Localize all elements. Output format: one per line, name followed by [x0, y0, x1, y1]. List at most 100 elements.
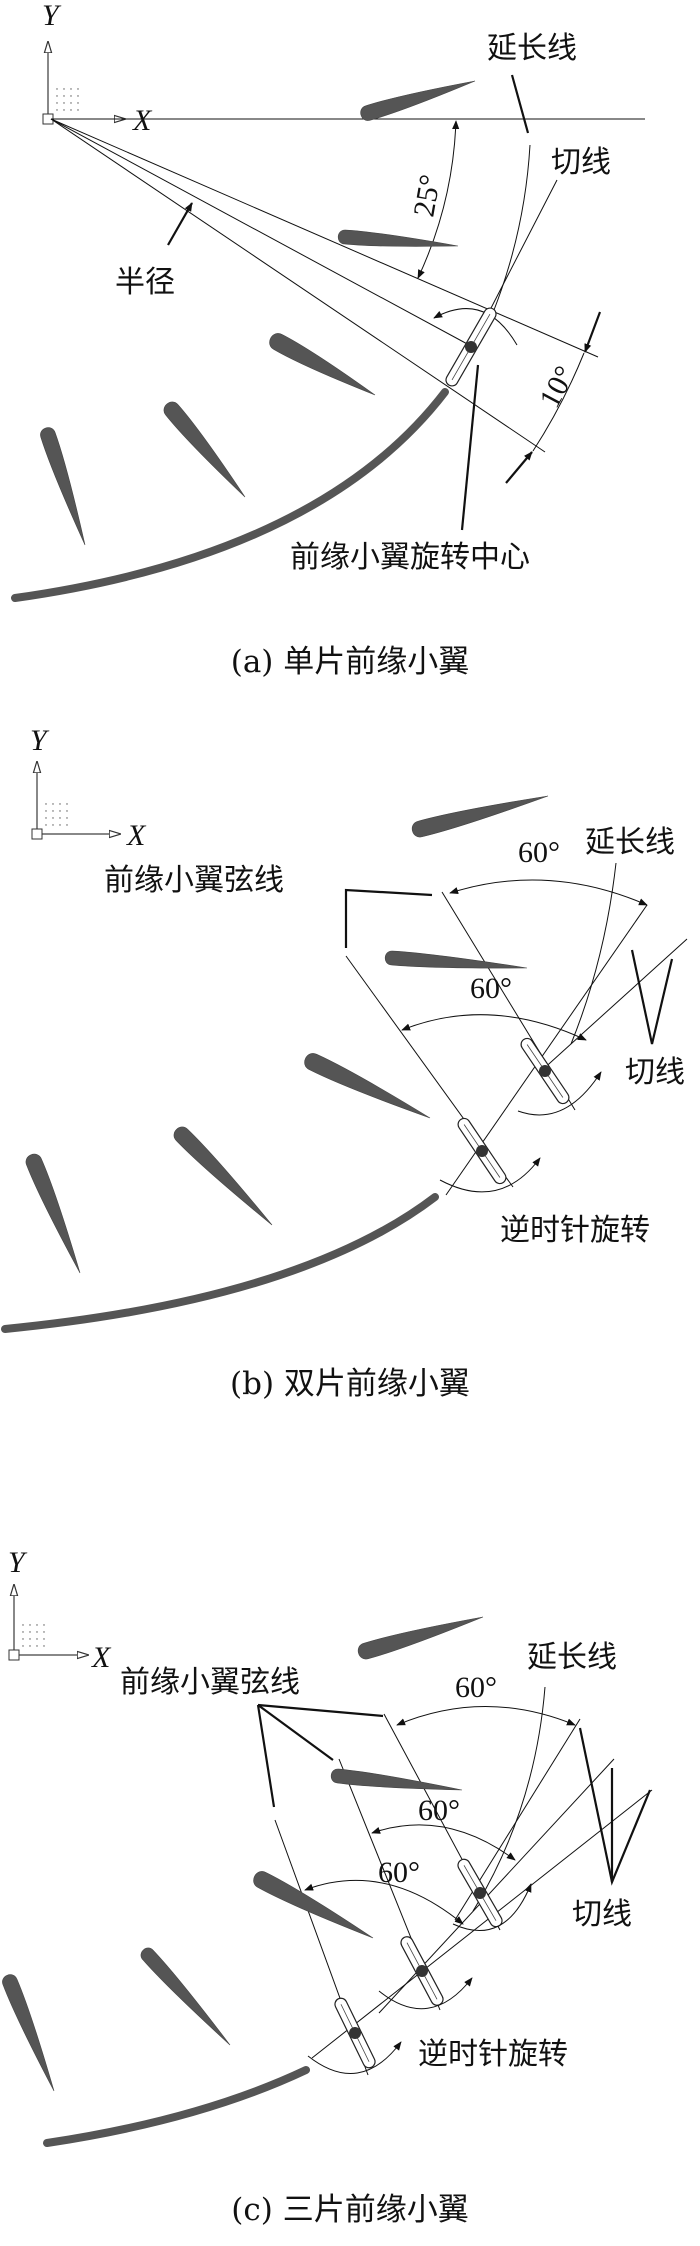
- blades: [2, 1616, 484, 2092]
- x-axis-label: X: [126, 819, 147, 852]
- blade: [163, 401, 246, 498]
- chord-line-label: 前缘小翼弦线: [104, 863, 284, 898]
- blade: [253, 1871, 374, 1939]
- grid-dot: [70, 95, 72, 97]
- grid-dots: [45, 803, 68, 826]
- angle-10-label: 10°: [533, 361, 582, 414]
- grid-dot: [36, 1624, 38, 1626]
- grid-dot: [29, 1645, 31, 1647]
- grid-dot: [52, 810, 54, 812]
- grid-dot: [45, 803, 47, 805]
- rotation-arc: [307, 2041, 402, 2074]
- grid-dot: [63, 95, 65, 97]
- angle-10-arc: [532, 352, 585, 452]
- grid-dot: [66, 817, 68, 819]
- grid-dot: [56, 95, 58, 97]
- grid-dot: [59, 803, 61, 805]
- tangent-line: [311, 1789, 653, 2059]
- panel-c-triple-slat: Y X 前缘小翼弦线 延长线 切线 60° 60° 60° 逆时针旋转 (c) …: [2, 1546, 653, 2228]
- main-element: [43, 2066, 310, 2147]
- angle-upper-arc: [396, 1706, 576, 1726]
- angle-lower-label: 60°: [378, 1856, 420, 1889]
- rotation-center-dot: [465, 341, 477, 353]
- rotation-center-dot: [539, 1065, 551, 1077]
- rotation-label: 逆时针旋转: [500, 1213, 650, 1248]
- grid-dot: [43, 1631, 45, 1633]
- angle-middle-arc: [371, 1824, 516, 1861]
- grid-dot: [56, 88, 58, 90]
- chord-line-leader: [344, 888, 433, 948]
- leading-edge-slat-upper: [520, 1037, 570, 1105]
- grid-dot: [22, 1638, 24, 1640]
- grid-dot: [66, 803, 68, 805]
- extension-line-label: 延长线: [487, 31, 577, 66]
- grid-dot: [52, 817, 54, 819]
- blade: [411, 795, 549, 838]
- radius-line: [50, 118, 599, 358]
- y-axis-label: Y: [8, 1546, 28, 1579]
- panel-b-double-slat: Y X 延长线 60° 前缘小翼弦线 切线 60° 逆时针旋转 (b) 双片前缘…: [1, 724, 688, 1402]
- angle-middle-label: 60°: [418, 1794, 460, 1827]
- grid-dot: [22, 1645, 24, 1647]
- rotation-arc: [439, 1157, 541, 1193]
- blade: [2, 1974, 55, 2092]
- grid-dot: [43, 1638, 45, 1640]
- grid-dot: [70, 102, 72, 104]
- blade: [140, 1947, 231, 2046]
- grid-dot: [77, 95, 79, 97]
- leading-edge-slat: [445, 307, 497, 387]
- coordinate-axes: Y X: [42, 0, 153, 137]
- grid-dot: [45, 810, 47, 812]
- radius-line: [50, 118, 546, 453]
- y-axis-label: Y: [30, 724, 50, 757]
- rotation-center-dot: [476, 1145, 488, 1157]
- y-axis-label: Y: [42, 0, 62, 32]
- grid-dot: [77, 102, 79, 104]
- angle-10-arrow: [505, 451, 533, 484]
- grid-dot: [29, 1638, 31, 1640]
- grid-dot: [70, 109, 72, 111]
- chord-line-leader: [257, 1703, 384, 1718]
- rotation-center-dot: [416, 1965, 428, 1977]
- grid-dot: [59, 810, 61, 812]
- grid-dot: [70, 88, 72, 90]
- panel-a-single-slat: Y X 25° 延长线 切线 半径 10° 前缘小翼旋转中心 (a) 单片前缘小…: [11, 0, 645, 680]
- extension-line: [472, 1686, 546, 1912]
- radius-leader-arrow: [167, 202, 193, 246]
- grid-dot: [63, 102, 65, 104]
- blade: [360, 80, 476, 121]
- rotation-center-leader: [460, 364, 480, 531]
- blade: [384, 950, 528, 969]
- grid-dot: [66, 810, 68, 812]
- coordinate-axes: Y X: [8, 1546, 112, 1674]
- tangent-line: [489, 179, 558, 311]
- blade: [269, 333, 376, 396]
- rotation-center-dot: [474, 1887, 486, 1899]
- grid-dot: [43, 1645, 45, 1647]
- extension-line: [570, 862, 617, 1045]
- extension-line-leader: [510, 74, 530, 134]
- angle-25-arc: [417, 120, 460, 279]
- extension-line-label: 延长线: [527, 1640, 617, 1675]
- caption-a: (a) 单片前缘小翼: [231, 644, 470, 680]
- extension-line-label: 延长线: [585, 825, 675, 860]
- grid-dot: [63, 109, 65, 111]
- grid-dot: [77, 88, 79, 90]
- main-element: [1, 1193, 439, 1333]
- angle-upper-label: 60°: [518, 836, 560, 869]
- tangent-line-label: 切线: [572, 1897, 632, 1932]
- rotation-label: 逆时针旋转: [418, 2037, 568, 2072]
- x-axis-label: X: [132, 104, 153, 137]
- chord-line-leader: [257, 1704, 334, 1761]
- rotation-arc: [517, 1071, 602, 1116]
- blade: [304, 1053, 431, 1119]
- grid-dot: [45, 817, 47, 819]
- grid-dot: [22, 1631, 24, 1633]
- rotation-arc: [452, 1883, 532, 1932]
- grid-dot: [63, 88, 65, 90]
- chord-line-label: 前缘小翼弦线: [120, 1665, 300, 1700]
- grid-dot: [36, 1631, 38, 1633]
- chord-line-leader: [256, 1704, 276, 1808]
- leading-edge-slat-lower: [334, 1997, 376, 2069]
